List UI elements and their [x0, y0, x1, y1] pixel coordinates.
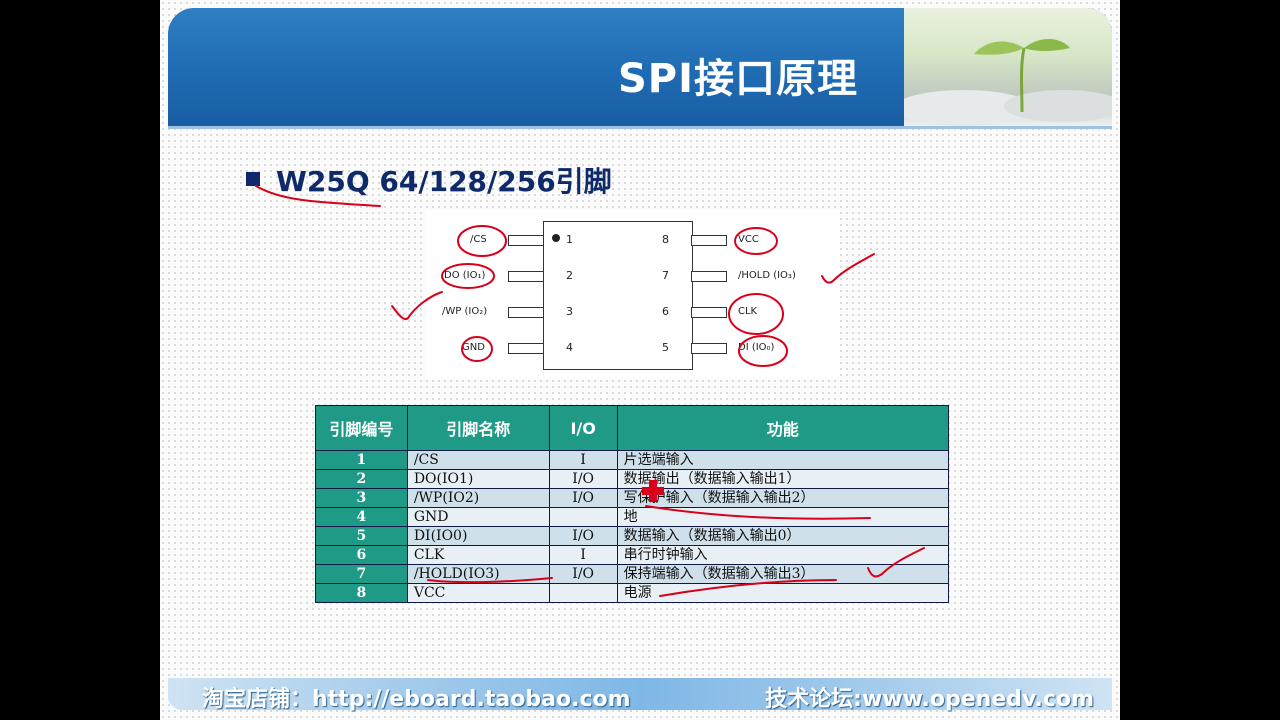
cell-pin-number: 1 — [315, 450, 408, 470]
page-title: SPI接口原理 — [617, 56, 858, 102]
cell-pin-name: CLK — [406, 545, 550, 565]
pin-label-clk: CLK — [738, 306, 758, 317]
table-header-row: 引脚编号 引脚名称 I/O 功能 — [315, 405, 950, 451]
pin-label-hold: /HOLD (IO₃) — [738, 270, 796, 281]
column-header-function: 功能 — [616, 405, 950, 451]
table-row: 5 DI(IO0) I/O 数据输入（数据输入输出0） — [315, 526, 950, 546]
cell-pin-name: /HOLD(IO3) — [406, 564, 550, 584]
cell-pin-name: DI(IO0) — [406, 526, 550, 546]
pin-number: 5 — [662, 341, 669, 354]
table-row: 2 DO(IO1) I/O 数据输出（数据输入输出1） — [315, 469, 950, 489]
cell-pin-name: /WP(IO2) — [406, 488, 550, 508]
ink-check-hold-row — [867, 547, 925, 578]
pin-label-gnd: GND — [462, 342, 485, 353]
footer-shop-link[interactable]: 淘宝店铺：http://eboard.taobao.com — [202, 687, 631, 712]
cell-pin-number: 4 — [315, 507, 408, 527]
column-header-pin-number: 引脚编号 — [315, 405, 408, 451]
ink-circle-cs — [457, 225, 507, 257]
table-row: 3 /WP(IO2) I/O 写保护输入（数据输入输出2） — [315, 488, 950, 508]
header-banner: SPI接口原理 — [168, 8, 1112, 126]
pin-lead — [691, 343, 727, 354]
pin-lead — [508, 343, 544, 354]
cell-io — [548, 583, 618, 603]
ink-underline-wp-row — [645, 505, 871, 520]
cell-function: 保持端输入（数据输入输出3） — [616, 564, 950, 584]
pin-number: 3 — [566, 305, 573, 318]
cell-pin-number: 8 — [315, 583, 408, 603]
pin-number: 8 — [662, 233, 669, 246]
sprout-image-icon — [894, 38, 1112, 126]
cell-pin-name: DO(IO1) — [406, 469, 550, 489]
chip-body — [543, 221, 693, 370]
cell-pin-number: 3 — [315, 488, 408, 508]
sprout-photo — [894, 8, 1112, 126]
header-divider — [168, 126, 1112, 129]
pin-lead — [508, 307, 544, 318]
cell-pin-name: /CS — [406, 450, 550, 470]
ink-check-hold — [821, 253, 875, 284]
cell-function: 串行时钟输入 — [616, 545, 950, 565]
ink-circle-clk — [728, 293, 784, 335]
cell-function: 电源 — [616, 583, 950, 603]
pin-number: 2 — [566, 269, 573, 282]
ink-circle-do — [441, 263, 495, 289]
table-row: 1 /CS I 片选端输入 — [315, 450, 950, 470]
cell-io: I/O — [548, 488, 618, 508]
pin-number: 6 — [662, 305, 669, 318]
pin-label-wp: /WP (IO₂) — [442, 306, 488, 317]
cell-pin-number: 5 — [315, 526, 408, 546]
pin-number: 4 — [566, 341, 573, 354]
pin-lead — [691, 307, 727, 318]
cell-io: I/O — [548, 564, 618, 584]
column-header-pin-name: 引脚名称 — [406, 405, 550, 451]
pin-number: 7 — [662, 269, 669, 282]
ink-underline-hold-func — [659, 579, 837, 597]
red-cross-cursor-icon — [642, 480, 664, 502]
section-subtitle: W25Q 64/128/256引脚 — [276, 165, 612, 198]
ink-circle-di — [738, 335, 788, 367]
table-row: 8 VCC 电源 — [315, 583, 950, 603]
cell-pin-number: 7 — [315, 564, 408, 584]
cell-function: 写保护输入（数据输入输出2） — [616, 488, 950, 508]
ink-underline-subtitle — [255, 185, 381, 207]
cell-io: I/O — [548, 469, 618, 489]
ink-underline-hold-name — [427, 577, 553, 584]
cell-function: 数据输入（数据输入输出0） — [616, 526, 950, 546]
chip-pin-diagram: 1 2 3 4 8 7 6 5 /CS DO (IO₁) /WP (IO₂) G… — [426, 210, 840, 378]
cell-pin-name: GND — [406, 507, 550, 527]
pin-number: 1 — [566, 233, 573, 246]
pin-lead — [508, 271, 544, 282]
footer-forum-link[interactable]: 技术论坛:www.openedv.com — [765, 687, 1094, 712]
cell-pin-number: 6 — [315, 545, 408, 565]
bullet-square-icon — [246, 172, 260, 186]
ink-circle-vcc — [734, 227, 778, 255]
column-header-io: I/O — [548, 405, 618, 451]
pin1-dot-icon — [552, 234, 560, 242]
pin-lead — [691, 271, 727, 282]
slide: SPI接口原理 W25Q 64/128/256引脚 1 2 3 4 8 7 — [160, 0, 1120, 720]
table-row: 7 /HOLD(IO3) I/O 保持端输入（数据输入输出3） — [315, 564, 950, 584]
cell-pin-number: 2 — [315, 469, 408, 489]
pin-function-table: 引脚编号 引脚名称 I/O 功能 1 /CS I 片选端输入 2 DO(IO1)… — [315, 405, 950, 603]
pin-label-vcc: VCC — [738, 234, 759, 245]
pin-lead — [508, 235, 544, 246]
pin-label-di: DI (IO₀) — [738, 342, 775, 353]
ink-circle-gnd — [461, 336, 493, 362]
cell-pin-name: VCC — [406, 583, 550, 603]
ink-check-wp — [391, 291, 443, 320]
pin-lead — [691, 235, 727, 246]
pin-label-do: DO (IO₁) — [444, 270, 486, 281]
red-pen-annotations — [255, 185, 925, 597]
footer-banner: 淘宝店铺：http://eboard.taobao.com 技术论坛:www.o… — [168, 678, 1112, 712]
pin-label-cs: /CS — [470, 234, 487, 245]
